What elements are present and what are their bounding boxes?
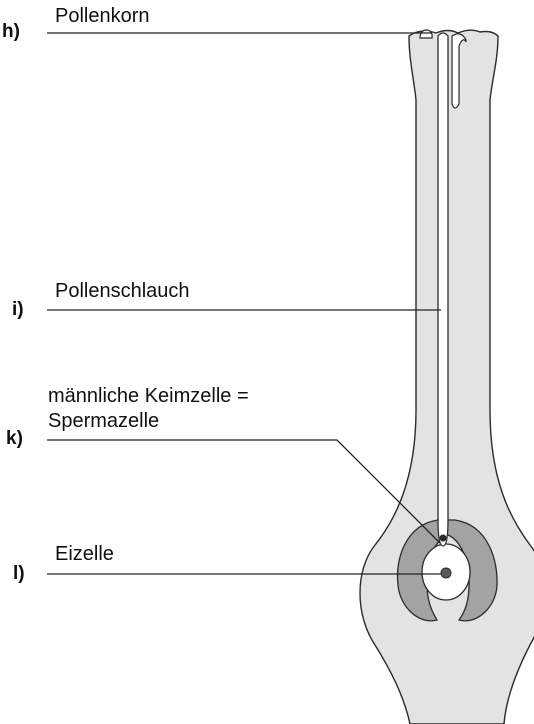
label-h-letter: h) — [2, 21, 20, 43]
leader-lines — [47, 33, 441, 574]
label-eizelle: Eizelle — [55, 543, 114, 566]
leader-line-k — [47, 440, 440, 543]
sperm-cell — [440, 535, 447, 542]
egg-cell-nucleus — [441, 568, 451, 578]
label-k-letter: k) — [6, 428, 23, 450]
label-maennliche-keimzelle: männliche Keimzelle = — [48, 385, 249, 408]
label-pollenkorn: Pollenkorn — [55, 5, 150, 28]
label-l-letter: l) — [13, 563, 25, 585]
label-i-letter: i) — [12, 299, 24, 321]
pollen-tube — [438, 33, 448, 546]
label-pollenschlauch: Pollenschlauch — [55, 280, 190, 303]
label-spermazelle: Spermazelle — [48, 410, 159, 433]
